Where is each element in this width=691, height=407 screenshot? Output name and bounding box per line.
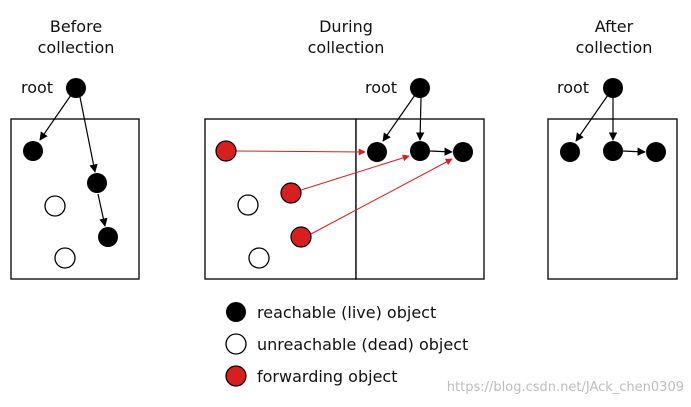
during-title-line1: During: [319, 17, 373, 36]
before-root-object: [66, 78, 86, 98]
after-title-line2: collection: [576, 38, 653, 57]
after-live-object: [560, 142, 580, 162]
during-copied-object: [410, 141, 430, 161]
before-root-ref-2: [79, 96, 98, 173]
watermark: https://blog.csdn.net/JAck_chen0309: [447, 380, 684, 395]
before-live-object: [23, 141, 43, 161]
forwarding-pointer: [235, 148, 366, 156]
during-root-ref-2: [415, 97, 425, 141]
during-root-label: root: [365, 78, 397, 97]
after-root-ref-1: [575, 94, 609, 142]
legend-dead-label: unreachable (dead) object: [257, 335, 468, 354]
during-root-object: [410, 78, 430, 98]
after-live-object: [646, 142, 666, 162]
forwarding-pointer: [310, 158, 453, 235]
panel-before: Before collection root: [10, 17, 140, 280]
during-title-line2: collection: [308, 38, 385, 57]
legend: reachable (live) object unreachable (dea…: [225, 302, 468, 387]
during-from-space-box: [204, 118, 357, 280]
during-root-ref-1: [382, 94, 416, 142]
during-ref-3: [429, 147, 453, 156]
before-dead-object: [44, 195, 66, 217]
during-dead-object: [237, 194, 259, 216]
before-title-line2: collection: [38, 38, 115, 57]
before-title-line1: Before: [50, 17, 102, 36]
during-copied-object: [367, 142, 387, 162]
legend-forwarding-label: forwarding object: [257, 367, 397, 386]
after-live-object: [603, 141, 623, 161]
forwarding-pointer: [300, 154, 410, 191]
legend-live-label: reachable (live) object: [257, 303, 436, 322]
before-ref-3: [97, 193, 108, 227]
during-dead-object: [248, 247, 270, 269]
legend-live-swatch: [226, 302, 246, 322]
before-live-object: [98, 227, 118, 247]
panel-during: During collection root: [204, 17, 485, 280]
legend-dead-swatch: [225, 333, 247, 355]
during-forwarding-object: [280, 182, 302, 204]
before-root-label: root: [21, 78, 53, 97]
before-dead-object: [54, 247, 76, 269]
after-title-line1: After: [595, 17, 634, 36]
after-ref-3: [622, 147, 646, 156]
before-root-ref-1: [39, 94, 72, 141]
during-forwarding-object: [215, 140, 237, 162]
after-root-object: [603, 78, 623, 98]
during-copied-object: [453, 142, 473, 162]
after-root-label: root: [557, 78, 589, 97]
before-live-object: [87, 173, 107, 193]
panel-after: After collection root: [547, 17, 678, 280]
legend-forwarding-swatch: [225, 365, 247, 387]
during-forwarding-object: [290, 226, 312, 248]
